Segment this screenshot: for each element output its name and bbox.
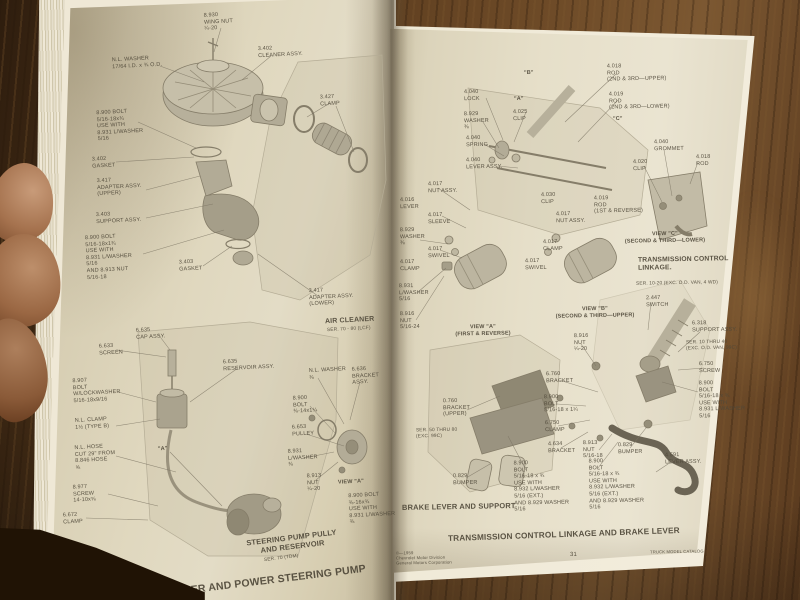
part-label: 6.635 RESERVOIR ASSY. — [222, 358, 275, 372]
part-label: 4.634 BRACKET — [547, 440, 576, 454]
part-label: 8.900 BOLT 5/16-18x1¾ USE WITH 8.931 L/W… — [84, 233, 133, 281]
part-label: 6.633 SCREEN — [98, 342, 124, 357]
part-label: 3.403 SUPPORT ASSY. — [95, 211, 142, 225]
part-label: 3.427 CLAMP — [319, 93, 341, 108]
part-label: 6.636 BRACKET ASSY. — [351, 365, 380, 386]
part-label: 4.040 GROMMET — [653, 139, 684, 152]
part-label: 6.750 SCREW — [698, 360, 721, 374]
part-label: 8.907 BOLT W/LOCKWASHER 5/16-18x9/16 — [72, 377, 121, 405]
part-label: 8.977 SCREW 14-10x⅝ — [72, 483, 96, 504]
part-label: 8.931 L/WASHER 5/16 — [398, 283, 429, 303]
part-label: 4.017 SLEEVE — [427, 211, 451, 225]
part-label: 4.040 SPRING — [465, 134, 489, 148]
part-label: 3.402 CLEANER ASSY. — [257, 45, 303, 59]
part-label: 4.017 CLAMP — [399, 258, 420, 272]
part-label: 0.829 BUMPER — [452, 472, 478, 486]
part-label: VIEW "B" (SECOND & THIRD—UPPER) — [555, 305, 635, 320]
part-label: N.L. HOSE CUT 29" FROM 8.846 HOSE ⅝ — [74, 443, 116, 471]
book-spine-shadow — [372, 0, 408, 600]
part-label: VIEW "C" (SECOND & THIRD—LOWER) — [624, 230, 706, 245]
part-label: 8.929 WASHER ⅜ — [463, 110, 489, 131]
part-label: SER. 50 THRU 80 (EXC. 99C) — [415, 427, 458, 440]
part-label: 8.900 BOLT 5/16-18 x ¾ USE WITH 8.932 L/… — [588, 458, 645, 511]
part-label: 0.760 BRACKET (UPPER) — [442, 397, 471, 418]
part-label: 4.040 LEVER ASSY. — [465, 157, 503, 170]
part-label: 4.025 CLIP — [512, 108, 528, 122]
part-label: 4.018 ROD (2ND & 3RD—UPPER) — [606, 63, 667, 83]
part-label: 0.829 BUMPER — [617, 441, 643, 455]
part-label: 4.030 CLIP — [540, 191, 556, 205]
part-label: 4.018 ROD — [695, 153, 711, 167]
part-label: 6.672 CLAMP — [62, 511, 84, 526]
part-label: N.L. CLAMP 1½ (TYPE B) — [74, 416, 110, 431]
catalog-name: TRUCK MODEL CATALOG — [649, 548, 704, 555]
part-label: 3.417 ADAPTER ASSY. (LOWER) — [308, 287, 354, 308]
part-label: 8.916 NUT 5/16-24 — [399, 310, 420, 331]
part-label: 6.760 BRACKET — [545, 370, 574, 384]
part-label: 8.913 NUT ¼-20 — [306, 472, 322, 493]
part-label: 4.019 ROD (2ND & 3RD—LOWER) — [608, 91, 670, 111]
right-page — [390, 28, 748, 573]
part-label: SER. 70 - 80 (LCF) — [326, 325, 371, 334]
part-label: "A" — [157, 445, 168, 453]
part-label: 6.318 SUPPORT ASSY. — [691, 320, 738, 333]
part-label: 3.403 GASKET — [178, 258, 203, 273]
part-label: 8.900 BOLT 5/16-18 x 1¼ — [543, 394, 579, 414]
part-label: 8.900 BOLT 5/16-18 x ¾ USE WITH 8.931 L/… — [698, 380, 746, 420]
part-label: 6.635 CAP ASSY. — [135, 327, 166, 341]
part-label: 4.019 ROD (1ST & REVERSE) — [593, 195, 644, 215]
part-label: 4.016 LEVER — [399, 196, 419, 210]
part-label: SER. 10 THRU 40 (EXC. O.D. VAN, 99C) — [685, 339, 737, 352]
part-label: 8.931 L/WASHER ⅜ — [287, 448, 318, 468]
part-label: 8.929 WASHER ⅜ — [399, 226, 425, 247]
part-label: 8.916 NUT ¼-20 — [573, 332, 589, 353]
part-label: VIEW "A" — [337, 478, 365, 486]
part-label: 3.417 ADAPTER ASSY. (UPPER) — [96, 177, 142, 198]
part-label: "A" — [513, 95, 524, 103]
part-label: 6.653 PULLEY — [291, 423, 315, 438]
part-label: 4.020 CLIP — [632, 158, 648, 172]
part-label: "B" — [523, 69, 534, 77]
part-label: 8.900 BOLT 5/16-18x¾ USE WITH 8.931 L/WA… — [96, 108, 144, 143]
part-label: 3.402 GASKET — [91, 155, 116, 170]
part-label: 8.900 BOLT ⅜-16x¾ USE WITH 8.931 L/WASHE… — [348, 491, 396, 526]
part-label: 8.900 BOLT 5/16-18 x ¾ USE WITH 8.932 L/… — [513, 460, 570, 513]
copyright: ©—1959 Chevrolet Motor Division General … — [395, 550, 452, 566]
part-label: 8.900 BOLT ⅜-14x1¼ — [292, 394, 318, 415]
part-label: 4.017 CLAMP — [542, 238, 563, 252]
part-label: SER. 10-20 (EXC. O.D. VAN, 4 WD) — [635, 280, 719, 287]
part-label: 4.017 SWIVEL — [524, 257, 547, 271]
part-label: VIEW "A" (FIRST & REVERSE) — [455, 323, 511, 338]
part-label: "C" — [612, 115, 623, 123]
part-label: 8.930 WING NUT ¼-20 — [203, 12, 234, 32]
part-label: SER. 70 (TDM) — [263, 553, 299, 564]
part-label: N.L. WASHER 17/64 I.D. x ¾ O.D. — [111, 55, 163, 70]
brake-lever-title: BRAKE LEVER AND SUPPORT — [401, 501, 516, 512]
part-label: 8.913 NUT 5/16-18 — [582, 439, 603, 460]
part-label: 4.017 NUT ASSY. — [427, 181, 458, 194]
part-label: 6.750 CLAMP — [544, 419, 565, 433]
part-label: 4.591 LEVER ASSY. — [664, 452, 702, 465]
right-page-caption: TRANSMISSION CONTROL LINKAGE AND BRAKE L… — [447, 525, 680, 544]
part-label: 4.017 SWIVEL — [427, 245, 450, 259]
part-label: 2.447 SWITCH — [645, 294, 669, 308]
part-label: 4.017 NUT ASSY. — [555, 211, 586, 224]
page-number: 31 — [569, 551, 578, 559]
transmission-title: TRANSMISSION CONTROL LINKAGE. — [637, 255, 729, 272]
part-label: N.L. WASHER ⅜ — [308, 366, 347, 381]
part-label: 4.040 LOCK — [463, 88, 480, 102]
